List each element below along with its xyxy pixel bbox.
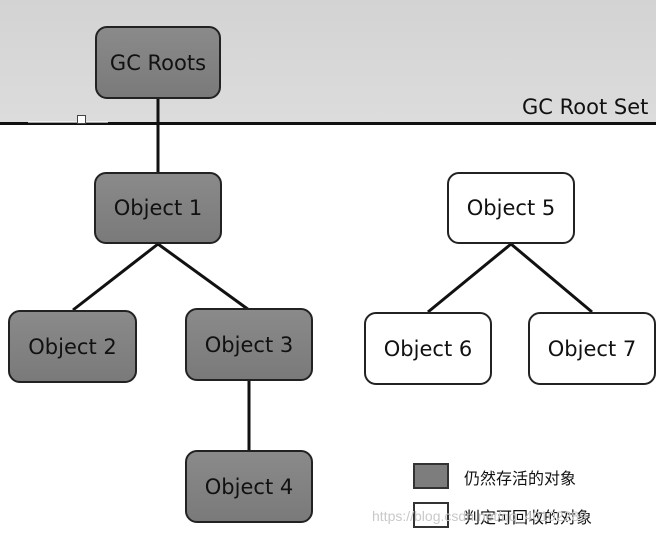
node-object-4: Object 4 xyxy=(185,450,313,523)
node-object-3-label: Object 3 xyxy=(204,332,294,357)
legend-alive-swatch xyxy=(413,463,449,489)
node-object-5: Object 5 xyxy=(447,172,575,244)
watermark-text: https://blog.csdn.net/qq_40102289 xyxy=(372,508,587,524)
node-object-5-label: Object 5 xyxy=(466,196,556,220)
gc-root-set-label: GC Root Set xyxy=(522,95,649,119)
legend-dead-label: 判定可回收的对象 xyxy=(464,508,593,527)
node-object-2-label: Object 2 xyxy=(28,334,117,359)
boundary-line-gap xyxy=(28,121,108,123)
node-object-3: Object 3 xyxy=(185,308,313,381)
node-object-1-label: Object 1 xyxy=(113,196,203,220)
node-object-7-label: Object 7 xyxy=(547,336,637,361)
node-object-6-label: Object 6 xyxy=(383,336,473,361)
node-object-2: Object 2 xyxy=(8,310,137,383)
node-gc-roots-label: GC Roots xyxy=(109,50,207,75)
gc-root-set-boundary-line xyxy=(0,122,656,125)
boundary-marker xyxy=(77,115,86,124)
node-object-7: Object 7 xyxy=(528,312,656,385)
edge-object5-object7 xyxy=(510,242,593,314)
node-object-4-label: Object 4 xyxy=(204,474,294,499)
edge-object1-object2 xyxy=(72,242,159,312)
node-gc-roots: GC Roots xyxy=(95,26,221,99)
legend-dead-swatch xyxy=(413,502,449,528)
edge-object5-object6 xyxy=(427,242,512,314)
node-object-1: Object 1 xyxy=(94,172,222,244)
node-object-6: Object 6 xyxy=(364,312,492,385)
legend-alive-label: 仍然存活的对象 xyxy=(464,469,577,488)
edge-object1-object3 xyxy=(157,242,250,312)
